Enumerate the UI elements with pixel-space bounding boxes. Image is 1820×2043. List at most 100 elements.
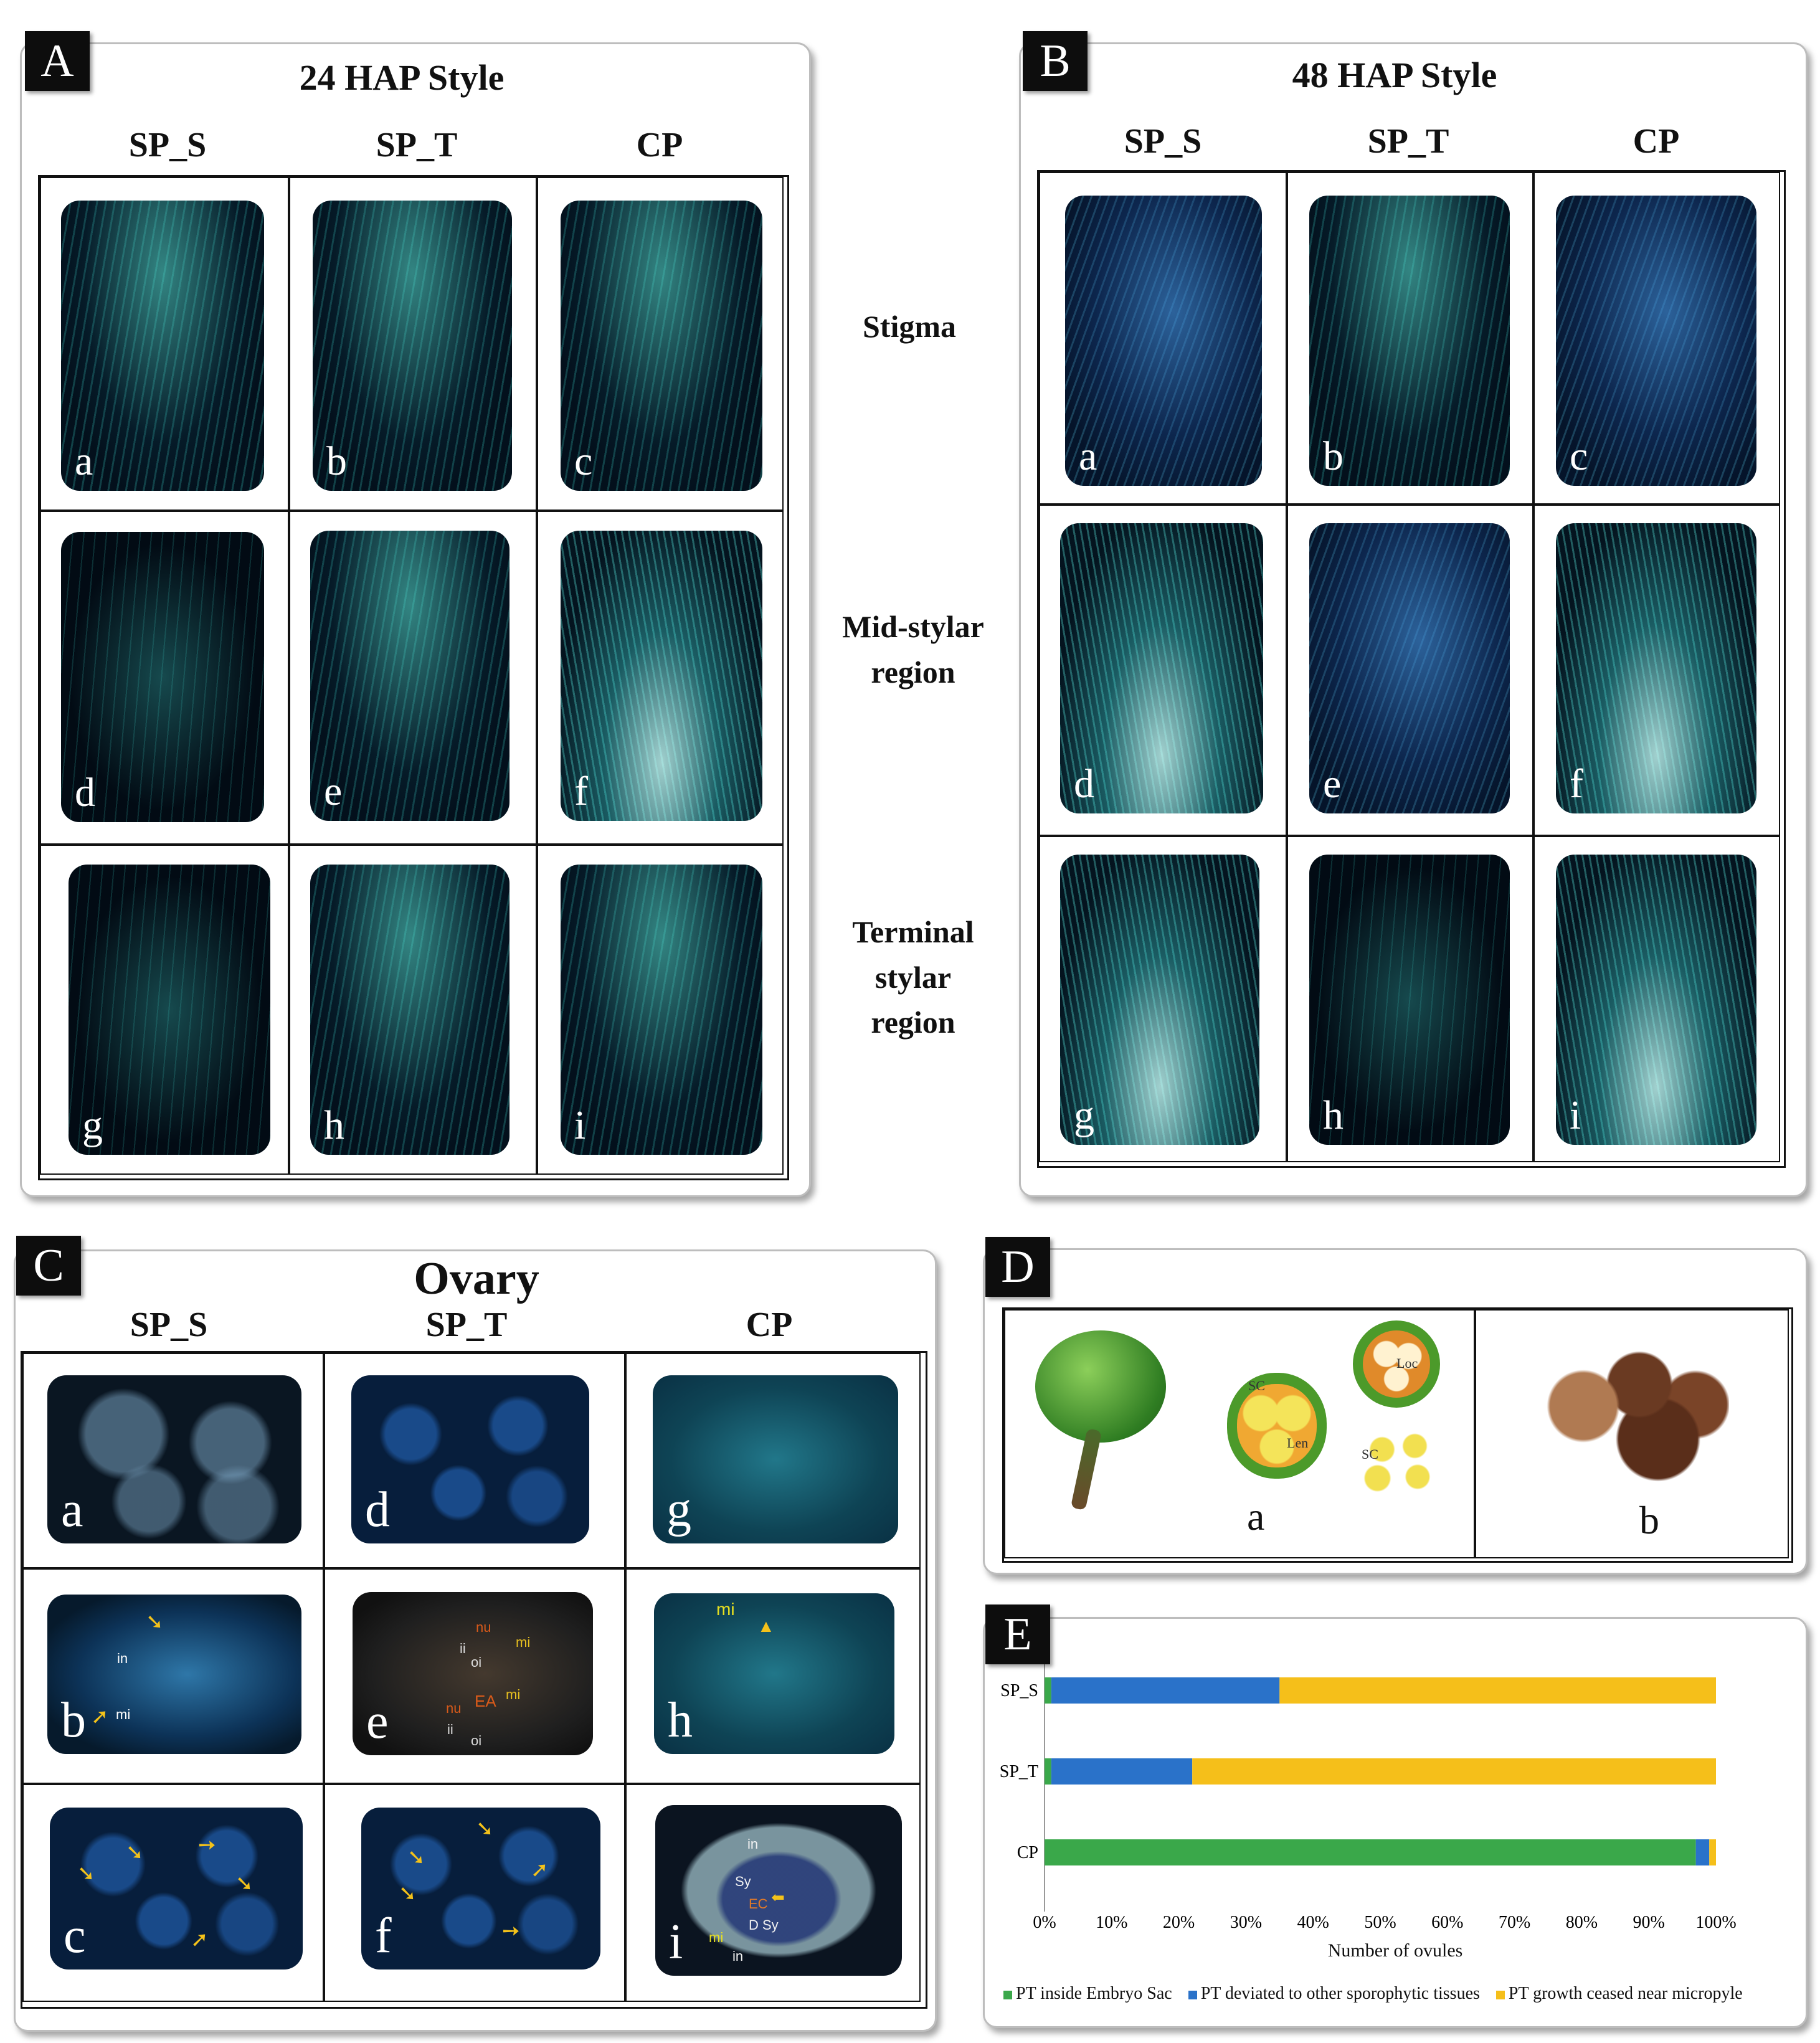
annotation-mi: mi xyxy=(516,1634,531,1650)
panel-c: Ovary SP_S SP_T CP a d g in mi ➘ ➚ b nu … xyxy=(14,1249,937,2032)
image-label: f xyxy=(574,769,588,814)
arrow-icon: ➘ xyxy=(407,1846,425,1869)
annotation-mi: mi xyxy=(506,1687,521,1702)
a-cell-b: b xyxy=(289,177,537,511)
panel-b-col-2: SP_T xyxy=(1367,122,1449,161)
image-label: i xyxy=(669,1915,683,1970)
image-label: c xyxy=(64,1908,86,1963)
image-label: a xyxy=(1079,434,1097,479)
panel-b: 48 HAP Style SP_S SP_T CP a b c d e f g … xyxy=(1019,42,1808,1197)
panel-a: 24 HAP Style SP_S SP_T CP a b c d e f g … xyxy=(20,42,811,1197)
arrow-icon: ➚ xyxy=(191,1928,209,1951)
bar-segment-CP-3 xyxy=(1709,1839,1716,1865)
a-cell-a: a xyxy=(40,177,289,511)
subfigure-label-b: b xyxy=(1639,1498,1659,1542)
image-label: e xyxy=(366,1694,389,1749)
dry-fruit-image xyxy=(1542,1342,1729,1485)
bar-segment-SP_S-2 xyxy=(1051,1677,1280,1704)
c-cell-h: mi ▲ h xyxy=(625,1568,921,1784)
panel-a-col-1: SP_S xyxy=(128,126,207,164)
legend-item-3: PT growth ceased near micropyle xyxy=(1495,1984,1743,2004)
x-tick-label: 10% xyxy=(1096,1913,1127,1932)
triangle-icon: ▲ xyxy=(757,1617,775,1636)
arrow-icon: ➘ xyxy=(77,1862,95,1885)
panel-d-grid: SC Len Loc SC a b xyxy=(1002,1307,1793,1563)
x-tick-label: 20% xyxy=(1163,1913,1195,1932)
category-label: SP_S xyxy=(1000,1681,1038,1700)
x-tick-label: 40% xyxy=(1297,1913,1329,1932)
x-tick-label: 90% xyxy=(1633,1913,1665,1932)
arrow-icon: ➙ xyxy=(502,1920,520,1943)
panel-d-tag: D xyxy=(985,1237,1050,1297)
b-cell-f: f xyxy=(1533,505,1780,836)
panel-b-title: 48 HAP Style xyxy=(1292,55,1497,95)
arrow-icon: ➘ xyxy=(235,1872,254,1895)
chart-legend: PT inside Embryo Sac PT deviated to othe… xyxy=(1003,1984,1743,2004)
annotation-loc: Loc xyxy=(1396,1355,1418,1371)
image-label: d xyxy=(75,770,95,815)
c-cell-e: nu ii oi mi EA nu mi ii oi e xyxy=(324,1568,625,1784)
row-label-mid: Mid-stylar region xyxy=(813,604,1013,694)
category-label: CP xyxy=(1017,1843,1038,1862)
annotation-sc: SC xyxy=(1248,1378,1265,1393)
image-label: g xyxy=(1074,1093,1094,1138)
bar-segment-SP_T-1 xyxy=(1045,1758,1051,1785)
panel-b-col-1: SP_S xyxy=(1124,122,1202,161)
bar-segment-SP_T-2 xyxy=(1051,1758,1193,1785)
bar-segment-CP-2 xyxy=(1695,1839,1710,1865)
image-label: b xyxy=(326,438,347,484)
a-cell-d: d xyxy=(40,511,289,845)
image-label: h xyxy=(324,1102,344,1148)
c-cell-b: in mi ➘ ➚ b xyxy=(22,1568,324,1784)
row-label-mid-line1: Mid-stylar xyxy=(842,609,984,644)
arrow-icon: ⬅ xyxy=(771,1889,785,1907)
image-label: e xyxy=(1323,761,1342,807)
a-cell-e: e xyxy=(289,511,537,845)
b-cell-h: h xyxy=(1287,836,1533,1162)
annotation-ii: ii xyxy=(447,1722,453,1737)
row-label-mid-line2: region xyxy=(871,654,955,690)
annotation-ii: ii xyxy=(460,1641,466,1656)
legend-label-3: PT growth ceased near micropyle xyxy=(1508,1984,1743,2003)
annotation-oi: oi xyxy=(471,1733,482,1748)
bar-segment-SP_S-1 xyxy=(1045,1677,1051,1704)
panel-c-col-3: CP xyxy=(746,1306,793,1344)
image-label: b xyxy=(1323,434,1344,479)
cross-section-2-inner xyxy=(1363,1330,1430,1398)
image-label: c xyxy=(1570,434,1588,479)
image-label: g xyxy=(82,1102,103,1148)
annotation-mi: mi xyxy=(116,1707,131,1722)
image-label: i xyxy=(574,1102,586,1148)
row-label-terminal-line3: region xyxy=(871,1005,955,1040)
x-tick-label: 0% xyxy=(1033,1913,1056,1932)
bar-segment-SP_S-3 xyxy=(1279,1677,1716,1704)
image-label: b xyxy=(61,1693,86,1748)
panel-c-col-2: SP_T xyxy=(425,1306,508,1344)
arrow-icon: ➘ xyxy=(399,1882,417,1905)
arrow-icon: ➙ xyxy=(198,1834,216,1857)
annotation-ea: EA xyxy=(475,1692,496,1710)
arrow-icon: ➚ xyxy=(531,1859,549,1882)
x-tick-label: 80% xyxy=(1566,1913,1598,1932)
annotation-oi: oi xyxy=(471,1654,482,1670)
category-label: SP_T xyxy=(1000,1762,1038,1781)
image-label: h xyxy=(668,1693,693,1748)
image-label: f xyxy=(375,1908,392,1963)
b-cell-a: a xyxy=(1039,172,1287,505)
stalk-image xyxy=(1070,1428,1102,1511)
c-cell-d: d xyxy=(324,1353,625,1568)
panel-b-col-3: CP xyxy=(1633,122,1680,161)
panel-c-grid: a d g in mi ➘ ➚ b nu ii oi mi EA nu mi i… xyxy=(21,1351,927,2009)
annotation-mi: mi xyxy=(709,1930,724,1945)
panel-b-tag: B xyxy=(1023,31,1088,91)
x-tick-label: 70% xyxy=(1499,1913,1530,1932)
legend-swatch-2 xyxy=(1188,1990,1197,1999)
annotation-sy: Sy xyxy=(735,1874,751,1889)
image-label: e xyxy=(324,769,343,814)
image-label: d xyxy=(365,1482,390,1537)
b-cell-i: i xyxy=(1533,836,1780,1162)
panel-a-grid: a b c d e f g h i xyxy=(38,175,789,1180)
legend-label-1: PT inside Embryo Sac xyxy=(1016,1984,1172,2003)
arrow-icon: ➘ xyxy=(476,1818,494,1841)
annotation-in: in xyxy=(117,1651,128,1666)
